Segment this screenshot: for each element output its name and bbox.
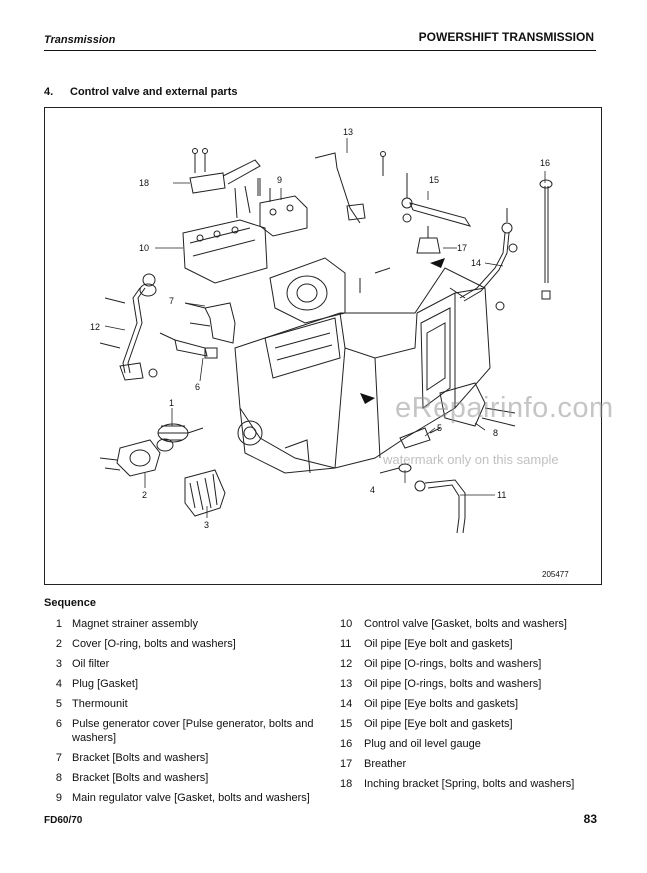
callout-4: 4	[370, 485, 375, 495]
callout-13: 13	[343, 127, 353, 137]
header-section-label: Transmission	[44, 34, 116, 46]
callout-14: 14	[471, 258, 481, 268]
figure-id: 205477	[542, 570, 569, 579]
regulator-valve	[259, 195, 308, 237]
exploded-view-diagram: 13 16 18 9 15 10 17 14 7 12 6 1 2 3 4 5 …	[44, 107, 602, 585]
callout-8: 8	[493, 428, 498, 438]
control-valve-block	[182, 219, 268, 284]
callout-17: 17	[457, 243, 467, 253]
callout-3: 3	[204, 520, 209, 530]
callout-2: 2	[142, 490, 147, 500]
transmission-drawing: 13 16 18 9 15 10 17 14 7 12 6 1 2 3 4 5 …	[90, 127, 553, 534]
oil-pipe-12	[122, 287, 141, 374]
bracket-8	[439, 382, 486, 427]
oil-pipe-11	[424, 479, 466, 534]
callout-1: 1	[169, 398, 174, 408]
manual-title: POWERSHIFT TRANSMISSION	[418, 30, 594, 44]
page-number: 83	[583, 812, 597, 826]
callout-11: 11	[497, 490, 506, 500]
section-number: 4.	[44, 86, 54, 98]
watermark-text: watermark only on this sample	[383, 452, 559, 467]
callout-7: 7	[169, 296, 174, 306]
callout-18: 18	[139, 178, 149, 188]
footer-model: FD60/70	[44, 815, 83, 826]
breather	[416, 237, 441, 254]
callout-15: 15	[429, 175, 439, 185]
callout-9: 9	[277, 175, 282, 185]
watermark-logo: eRepairinfo.com	[395, 392, 614, 424]
callout-5: 5	[437, 423, 442, 433]
transmission-housing	[234, 267, 491, 469]
oil-filter	[184, 469, 226, 517]
callout-16: 16	[540, 158, 550, 168]
header-divider	[44, 50, 596, 51]
sequence-heading: Sequence	[44, 597, 96, 609]
oil-pipe-14	[459, 232, 506, 299]
section-title: Control valve and external parts	[70, 86, 238, 98]
callout-10: 10	[139, 243, 149, 253]
callout-6: 6	[195, 382, 200, 392]
callout-12: 12	[90, 322, 100, 332]
oil-pipe-15	[409, 202, 472, 227]
strainer-cover	[116, 439, 161, 477]
bracket-7	[204, 302, 236, 344]
